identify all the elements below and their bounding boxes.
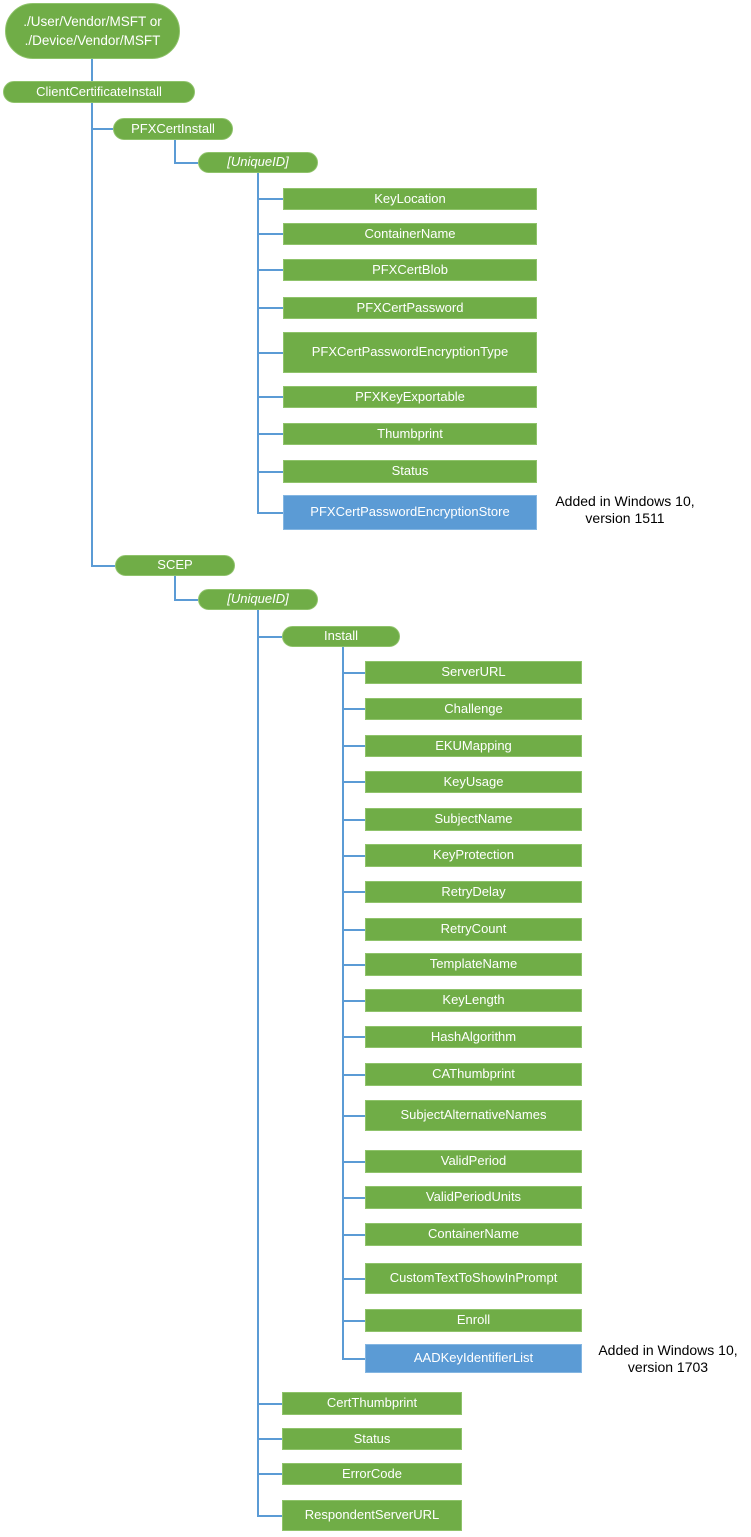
tree-node-status-scep: Status bbox=[282, 1428, 462, 1450]
connector-line bbox=[257, 198, 283, 200]
connector-line bbox=[342, 1074, 365, 1076]
tree-node-pfx-key-exportable: PFXKeyExportable bbox=[283, 386, 537, 408]
connector-line bbox=[342, 1036, 365, 1038]
connector-line bbox=[91, 103, 93, 567]
connector-line bbox=[174, 599, 198, 601]
annotation-1703: Added in Windows 10, version 1703 bbox=[598, 1342, 738, 1375]
tree-node-valid-period-units: ValidPeriodUnits bbox=[365, 1186, 582, 1209]
connector-line bbox=[342, 819, 365, 821]
connector-line bbox=[342, 745, 365, 747]
tree-node-root: ./User/Vendor/MSFT or ./Device/Vendor/MS… bbox=[5, 3, 180, 59]
connector-line bbox=[257, 471, 283, 473]
tree-node-scep-unique-id: [UniqueID] bbox=[198, 589, 318, 610]
tree-node-valid-period: ValidPeriod bbox=[365, 1150, 582, 1173]
connector-line bbox=[342, 1278, 365, 1280]
connector-line bbox=[257, 1473, 282, 1475]
connector-line bbox=[342, 1197, 365, 1199]
tree-node-enroll: Enroll bbox=[365, 1309, 582, 1332]
connector-line bbox=[174, 162, 198, 164]
tree-node-pfx-cert-password: PFXCertPassword bbox=[283, 297, 537, 319]
connector-line bbox=[257, 512, 283, 514]
tree-node-server-url: ServerURL bbox=[365, 661, 582, 684]
tree-node-eku-mapping: EKUMapping bbox=[365, 735, 582, 757]
connector-line bbox=[342, 1161, 365, 1163]
tree-node-aad-key-identifier-list: AADKeyIdentifierList bbox=[365, 1344, 582, 1373]
connector-line bbox=[342, 647, 344, 1360]
connector-line bbox=[257, 233, 283, 235]
tree-node-pfx-cert-install: PFXCertInstall bbox=[113, 118, 233, 140]
connector-line bbox=[342, 891, 365, 893]
connector-line bbox=[342, 855, 365, 857]
connector-line bbox=[257, 433, 283, 435]
connector-line bbox=[342, 1358, 365, 1360]
connector-line bbox=[257, 636, 282, 638]
connector-line bbox=[342, 964, 365, 966]
connector-line bbox=[257, 269, 283, 271]
tree-node-thumbprint: Thumbprint bbox=[283, 423, 537, 445]
tree-node-key-protection: KeyProtection bbox=[365, 844, 582, 867]
connector-line bbox=[257, 1438, 282, 1440]
connector-line bbox=[257, 173, 259, 514]
tree-node-cert-thumbprint: CertThumbprint bbox=[282, 1392, 462, 1415]
tree-node-pfx-cert-password-encryption-store: PFXCertPasswordEncryptionStore bbox=[283, 495, 537, 530]
connector-line bbox=[342, 1000, 365, 1002]
tree-node-pfx-unique-id: [UniqueID] bbox=[198, 152, 318, 173]
connector-line bbox=[342, 708, 365, 710]
tree-node-key-location: KeyLocation bbox=[283, 188, 537, 210]
tree-node-respondent-server-url: RespondentServerURL bbox=[282, 1500, 462, 1531]
tree-node-status-pfx: Status bbox=[283, 460, 537, 483]
tree-node-pfx-cert-password-encryption-type: PFXCertPasswordEncryptionType bbox=[283, 332, 537, 373]
connector-line bbox=[257, 610, 259, 1517]
tree-node-pfx-cert-blob: PFXCertBlob bbox=[283, 259, 537, 281]
tree-node-custom-text-to-show-in-prompt: CustomTextToShowInPrompt bbox=[365, 1263, 582, 1294]
tree-node-key-length: KeyLength bbox=[365, 989, 582, 1012]
tree-node-template-name: TemplateName bbox=[365, 953, 582, 976]
connector-line bbox=[257, 1515, 282, 1517]
tree-node-install: Install bbox=[282, 626, 400, 647]
tree-node-subject-alternative-names: SubjectAlternativeNames bbox=[365, 1100, 582, 1131]
tree-node-error-code: ErrorCode bbox=[282, 1463, 462, 1485]
tree-node-hash-algorithm: HashAlgorithm bbox=[365, 1026, 582, 1048]
tree-node-key-usage: KeyUsage bbox=[365, 771, 582, 793]
tree-node-ca-thumbprint: CAThumbprint bbox=[365, 1063, 582, 1086]
connector-line bbox=[174, 140, 176, 164]
connector-line bbox=[342, 1115, 365, 1117]
connector-line bbox=[91, 565, 115, 567]
connector-line bbox=[342, 781, 365, 783]
connector-line bbox=[257, 1403, 282, 1405]
connector-line bbox=[342, 929, 365, 931]
connector-line bbox=[342, 1320, 365, 1322]
connector-line bbox=[174, 576, 176, 601]
tree-node-challenge: Challenge bbox=[365, 698, 582, 720]
tree-node-retry-count: RetryCount bbox=[365, 918, 582, 941]
tree-node-scep: SCEP bbox=[115, 555, 235, 576]
connector-line bbox=[91, 128, 113, 130]
connector-line bbox=[257, 396, 283, 398]
tree-node-client-certificate-install: ClientCertificateInstall bbox=[3, 81, 195, 103]
tree-node-subject-name: SubjectName bbox=[365, 808, 582, 831]
connector-line bbox=[342, 1234, 365, 1236]
connector-line bbox=[91, 59, 93, 81]
connector-line bbox=[342, 672, 365, 674]
tree-node-container-name-scep: ContainerName bbox=[365, 1223, 582, 1246]
connector-line bbox=[257, 352, 283, 354]
tree-node-retry-delay: RetryDelay bbox=[365, 881, 582, 903]
tree-node-container-name-pfx: ContainerName bbox=[283, 223, 537, 245]
connector-line bbox=[257, 307, 283, 309]
annotation-1511: Added in Windows 10, version 1511 bbox=[555, 493, 695, 526]
